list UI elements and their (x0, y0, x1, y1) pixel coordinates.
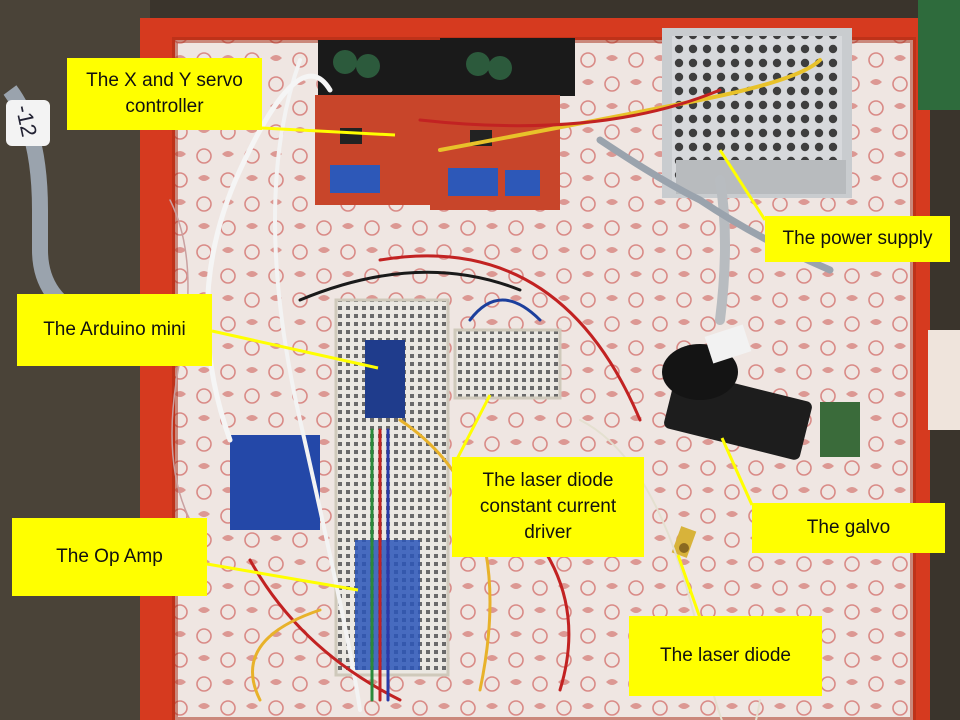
servo-controller-boards (315, 38, 575, 210)
galvo-unit (662, 324, 860, 460)
right-breadboard-top (918, 0, 960, 110)
callout-power-supply: The power supply (765, 216, 950, 262)
callout-galvo: The galvo (752, 503, 945, 553)
callout-laser-diode: The laser diode (629, 616, 822, 696)
callout-op-amp: The Op Amp (12, 518, 207, 596)
laser-diode-part (671, 526, 697, 558)
cable-tag-background (6, 100, 50, 146)
callout-servo-controller: The X and Y servo controller (67, 58, 262, 130)
callout-arduino-mini: The Arduino mini (17, 294, 212, 366)
callout-laser-driver: The laser diode constant current driver (452, 457, 644, 557)
arduino-mini-board (365, 340, 405, 418)
pointer-lines (206, 126, 767, 619)
driver-breadboard (453, 328, 562, 400)
right-breadboard-bottom (928, 330, 960, 430)
power-supply-unit (662, 28, 852, 198)
